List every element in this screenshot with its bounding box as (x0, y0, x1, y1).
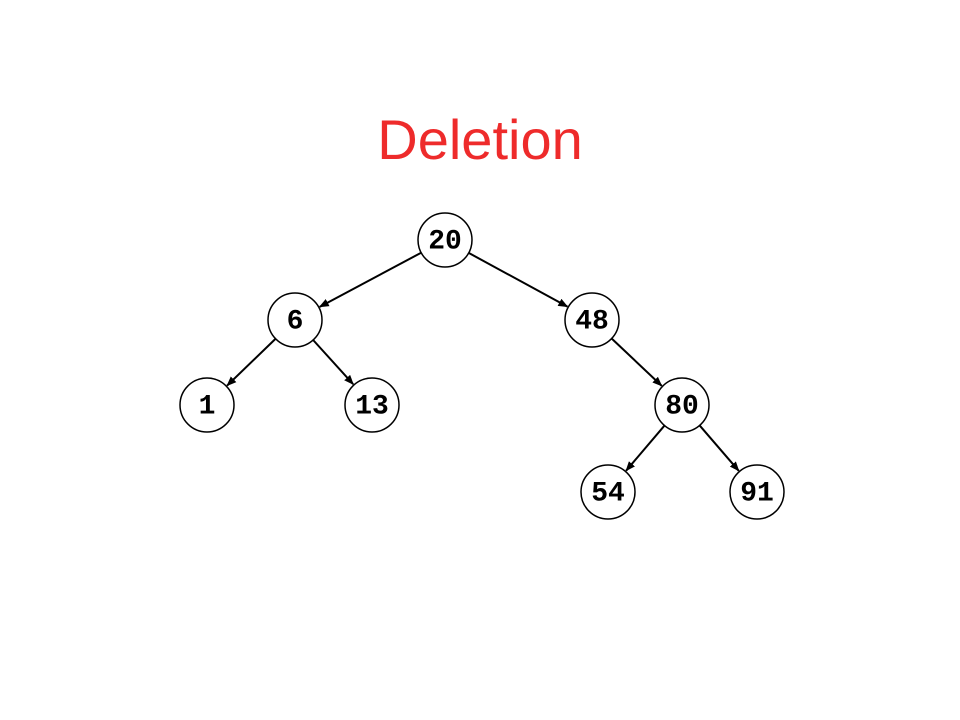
tree-node-label: 91 (740, 478, 774, 509)
tree-node-label: 1 (199, 391, 216, 422)
tree-node-80: 80 (654, 377, 710, 433)
tree-edge-20-to-48 (468, 252, 569, 308)
tree-node-label: 6 (287, 306, 304, 337)
tree-edge-48-to-80 (610, 337, 663, 387)
tree-node-circle (344, 377, 400, 433)
tree-nodes: 20 6 48 1 13 80 54 91 (179, 212, 785, 520)
slide-title: Deletion (377, 108, 583, 171)
tree-node-circle (267, 292, 323, 348)
tree-node-48: 48 (564, 292, 620, 348)
tree-node-circle (654, 377, 710, 433)
tree-node-circle (729, 464, 785, 520)
tree-node-13: 13 (344, 377, 400, 433)
tree-edges (226, 251, 740, 472)
tree-node-label: 20 (428, 226, 462, 257)
tree-edge-80-to-91 (698, 424, 740, 472)
tree-node-1: 1 (179, 377, 235, 433)
tree-node-circle (580, 464, 636, 520)
tree-node-label: 48 (575, 306, 609, 337)
tree-node-label: 13 (355, 391, 389, 422)
tree-node-91: 91 (729, 464, 785, 520)
tree-edge-6-to-13 (312, 339, 354, 385)
tree-node-6: 6 (267, 292, 323, 348)
tree-node-circle (417, 212, 473, 268)
tree-edge-6-to-1 (226, 338, 277, 387)
tree-edge-20-to-6 (318, 251, 422, 308)
tree-node-circle (564, 292, 620, 348)
tree-node-label: 80 (665, 391, 699, 422)
tree-node-label: 54 (591, 478, 625, 509)
tree-node-circle (179, 377, 235, 433)
tree-node-54: 54 (580, 464, 636, 520)
tree-edge-80-to-54 (625, 424, 666, 472)
tree-node-20: 20 (417, 212, 473, 268)
